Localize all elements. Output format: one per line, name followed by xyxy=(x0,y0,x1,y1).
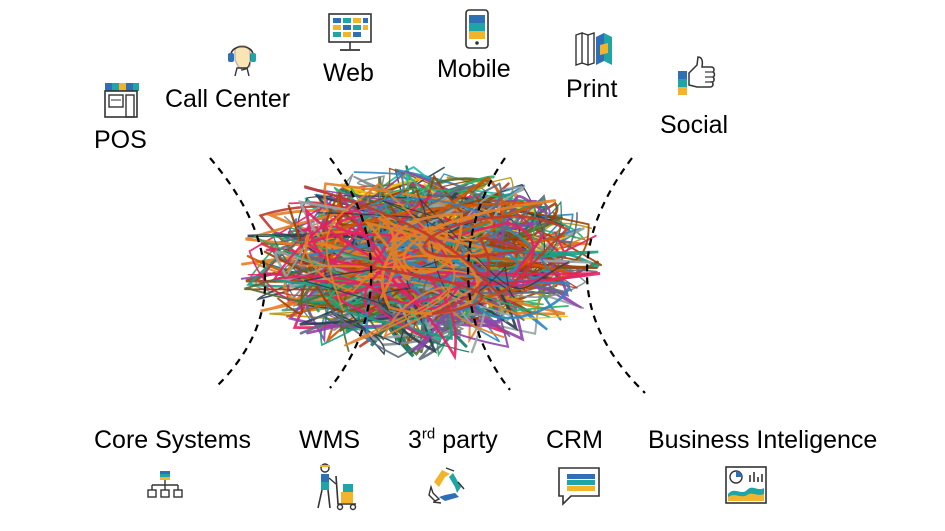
wire-strand xyxy=(247,226,549,326)
channel-label-print: Print xyxy=(566,75,618,103)
thumbs-up-icon xyxy=(678,56,716,95)
third-party-word: party xyxy=(435,426,498,454)
channel-label-call-center: Call Center xyxy=(165,85,291,113)
channel-label-pos: POS xyxy=(94,126,147,154)
warehouse-worker-icon xyxy=(317,463,357,511)
org-chart-icon xyxy=(147,471,183,498)
system-label-core-systems: Core Systems xyxy=(94,426,251,454)
boundary-arc-4 xyxy=(585,157,646,394)
channel-label-social: Social xyxy=(660,111,729,139)
channel-label-mobile: Mobile xyxy=(437,55,511,83)
boundary-arc-3 xyxy=(467,157,511,391)
wire-strand xyxy=(311,175,580,302)
system-label-wms: WMS xyxy=(299,426,361,454)
boundary-arc-1 xyxy=(209,157,267,389)
system-label-crm: CRM xyxy=(546,426,603,454)
system-label-business-intelligence: Business Inteligence xyxy=(648,426,878,454)
dashed-boundaries xyxy=(209,157,646,394)
channel-label-web: Web xyxy=(323,59,374,87)
wire-strand xyxy=(273,198,599,341)
desktop-monitor-icon xyxy=(328,13,372,51)
recycle-arrows-icon xyxy=(428,467,465,504)
wire-strand xyxy=(331,182,565,340)
smartphone-icon xyxy=(465,9,489,49)
store-icon xyxy=(104,83,139,118)
system-label-third-party: 3rd party xyxy=(408,425,498,454)
chat-bubble-icon xyxy=(558,467,600,506)
wire-strand xyxy=(304,195,601,361)
third-party-suffix: rd xyxy=(421,425,436,443)
headset-agent-icon xyxy=(228,45,256,77)
dashboard-chart-icon xyxy=(725,466,767,504)
open-book-icon xyxy=(575,32,612,66)
wire-bundle xyxy=(240,165,603,361)
wire-strand xyxy=(303,198,570,313)
third-party-number: 3 xyxy=(408,426,422,454)
